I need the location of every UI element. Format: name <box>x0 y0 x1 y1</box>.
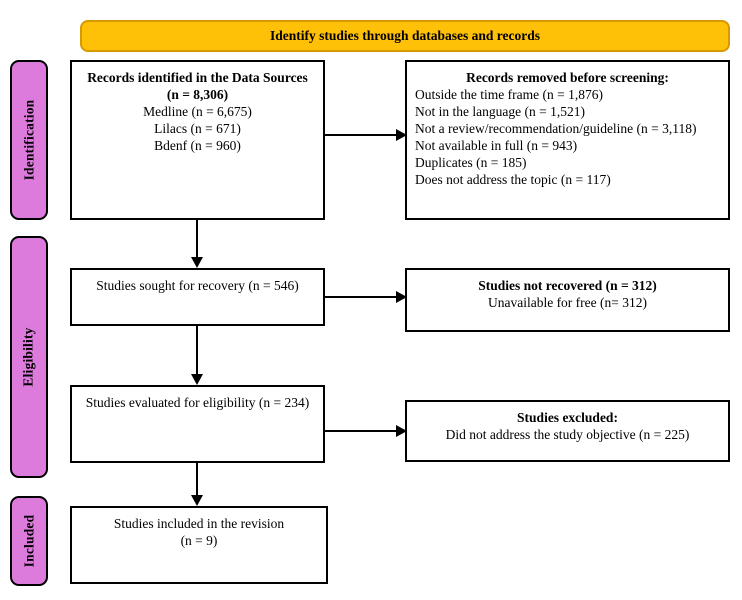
box-studies-not-recovered-line: Unavailable for free (n= 312) <box>487 295 648 310</box>
diagram-banner: Identify studies through databases and r… <box>80 20 730 52</box>
box-records-identified-line-bdenf: Bdenf (n = 960) <box>154 138 241 153</box>
box-studies-evaluated-eligibility-line: Studies evaluated for eligibility (n = 2… <box>85 395 310 410</box>
stage-label-identification-text: Identification <box>21 99 36 181</box>
box-studies-excluded: Studies excluded: Did not address the st… <box>405 400 730 462</box>
box-records-removed-line-not-review: Not a review/recommendation/guideline (n… <box>415 121 697 136</box>
box-records-removed-line-not-full: Not available in full (n = 943) <box>415 138 578 153</box>
box-studies-excluded-title: Studies excluded: <box>517 410 618 425</box>
arrow-shaft <box>325 430 397 432</box>
arrow-shaft <box>196 463 198 496</box>
arrow-down-identified-to-sought <box>190 220 204 268</box>
arrow-head-icon <box>191 257 203 268</box>
box-studies-included-revision-line-2: (n = 9) <box>180 533 218 548</box>
stage-label-identification: Identification <box>10 60 48 220</box>
box-records-identified: Records identified in the Data Sources (… <box>70 60 325 220</box>
box-records-removed-line-time-frame: Outside the time frame (n = 1,876) <box>415 87 603 102</box>
box-studies-sought-recovery: Studies sought for recovery (n = 546) <box>70 268 325 326</box>
box-records-removed-title: Records removed before screening: <box>466 70 669 85</box>
arrow-shaft <box>196 220 198 258</box>
arrow-down-sought-to-evaluated <box>190 326 204 385</box>
box-records-removed-line-duplicates: Duplicates (n = 185) <box>415 155 527 170</box>
box-records-identified-title: Records identified in the Data Sources (… <box>87 70 308 102</box>
arrow-shaft <box>196 326 198 375</box>
diagram-banner-title: Identify studies through databases and r… <box>270 28 540 43</box>
box-studies-evaluated-eligibility: Studies evaluated for eligibility (n = 2… <box>70 385 325 463</box>
arrow-head-icon <box>396 425 407 437</box>
arrow-head-icon <box>191 374 203 385</box>
stage-label-included: Included <box>10 496 48 586</box>
box-records-identified-line-medline: Medline (n = 6,675) <box>143 104 252 119</box>
box-studies-included-revision-line-1: Studies included in the revision <box>113 516 285 531</box>
arrow-down-evaluated-to-included <box>190 463 204 506</box>
arrow-head-icon <box>191 495 203 506</box>
box-records-removed: Records removed before screening: Outsid… <box>405 60 730 220</box>
box-records-removed-line-language: Not in the language (n = 1,521) <box>415 104 585 119</box>
arrow-head-icon <box>396 129 407 141</box>
box-studies-included-revision: Studies included in the revision (n = 9) <box>70 506 328 584</box>
stage-label-eligibility: Eligibility <box>10 236 48 478</box>
arrow-right-identified-to-removed <box>325 128 407 142</box>
arrow-right-sought-to-not-recovered <box>325 290 407 304</box>
arrow-head-icon <box>396 291 407 303</box>
arrow-shaft <box>325 296 397 298</box>
box-studies-excluded-line: Did not address the study objective (n =… <box>445 427 690 442</box>
stage-label-included-text: Included <box>21 514 36 568</box>
box-records-identified-line-lilacs: Lilacs (n = 671) <box>154 121 241 136</box>
box-studies-not-recovered-title: Studies not recovered (n = 312) <box>478 278 657 293</box>
box-records-removed-line-topic: Does not address the topic (n = 117) <box>415 172 611 187</box>
box-studies-not-recovered: Studies not recovered (n = 312) Unavaila… <box>405 268 730 332</box>
arrow-right-evaluated-to-excluded <box>325 424 407 438</box>
box-studies-sought-recovery-line: Studies sought for recovery (n = 546) <box>96 278 299 293</box>
arrow-shaft <box>325 134 397 136</box>
stage-label-eligibility-text: Eligibility <box>21 327 36 387</box>
